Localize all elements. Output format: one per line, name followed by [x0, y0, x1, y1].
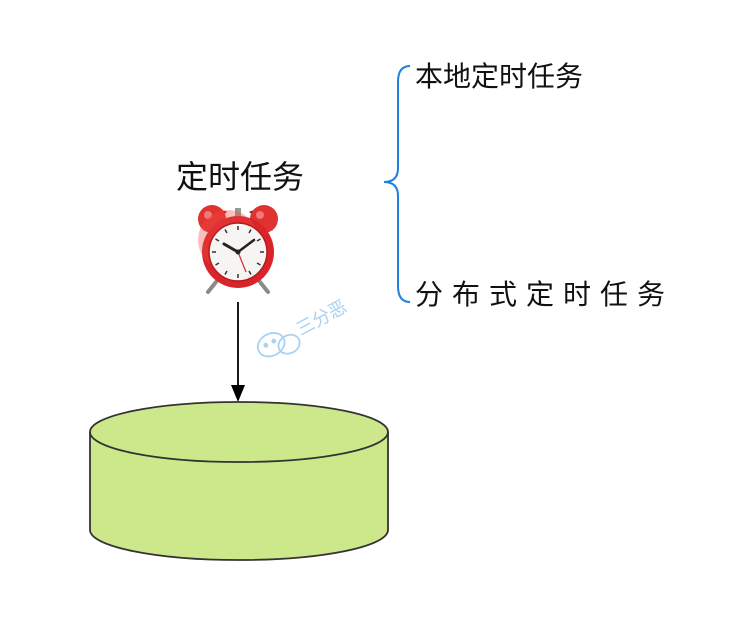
- watermark: 三分恶: [256, 296, 351, 358]
- alarm-clock-icon: [198, 205, 278, 294]
- arrow-to-database: [231, 302, 245, 402]
- branch-label-distributed: 分布式定时任务: [415, 278, 665, 311]
- wechat-icon: [256, 332, 301, 358]
- database-cylinder: [89, 401, 389, 561]
- branch-label-local: 本地定时任务: [415, 60, 583, 93]
- curly-brace: [383, 65, 411, 303]
- watermark-text: 三分恶: [293, 296, 351, 340]
- main-label: 定时任务: [176, 158, 304, 196]
